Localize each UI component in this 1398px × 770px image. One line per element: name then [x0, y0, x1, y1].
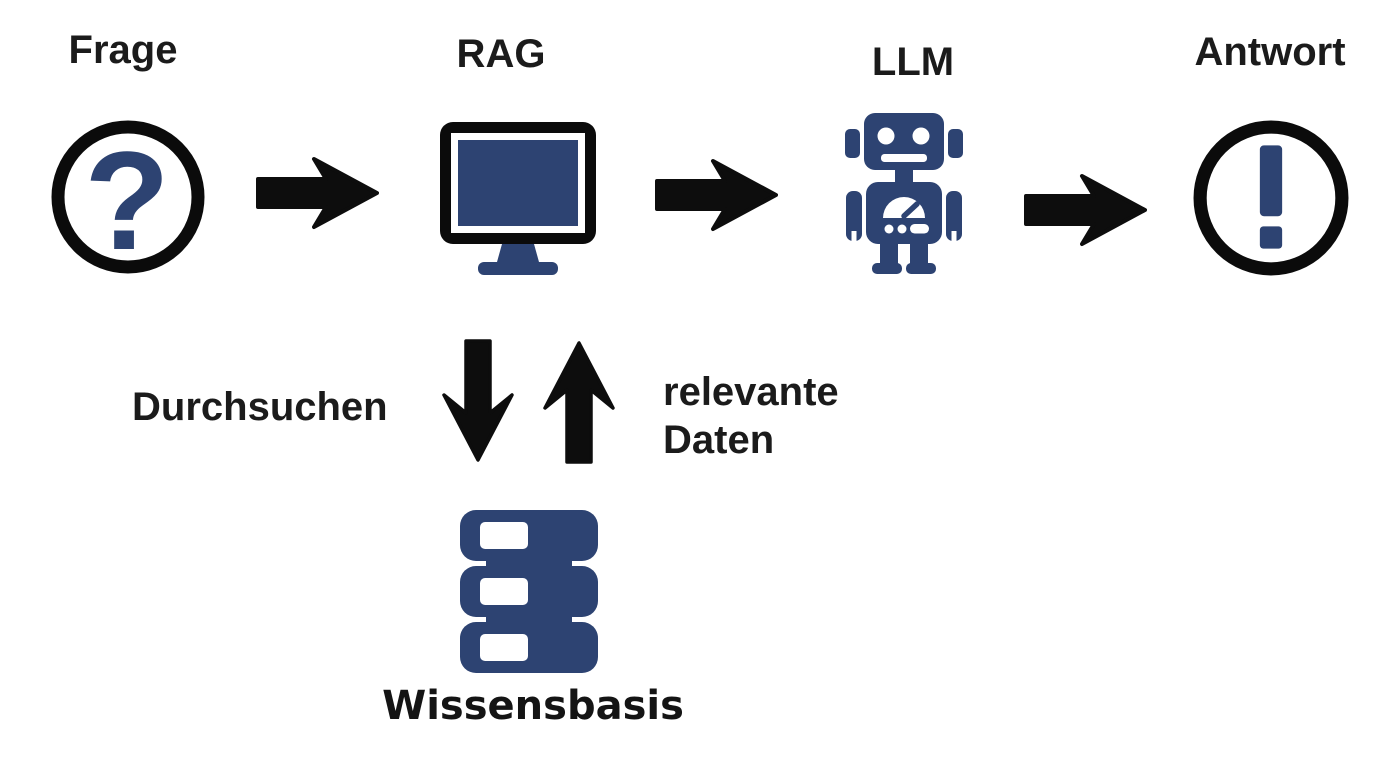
arrow-down-icon [442, 339, 514, 463]
arrow-right-icon [655, 157, 778, 233]
arrow-up-icon [543, 340, 615, 464]
rag-label: RAG [456, 32, 546, 76]
database-icon [460, 510, 598, 673]
wissensbasis-label: Wissensbasis [382, 683, 684, 729]
monitor-icon [438, 120, 598, 276]
durchsuchen-label: Durchsuchen [132, 385, 388, 429]
arrow-right-icon [256, 155, 379, 231]
llm-label: LLM [871, 40, 955, 84]
antwort-label: Antwort [1194, 30, 1346, 74]
question-circle-icon: ? [50, 119, 206, 275]
arrow-right-icon [1024, 172, 1147, 248]
robot-icon [845, 112, 963, 275]
relevante-daten-label: relevante Daten [663, 368, 839, 464]
frage-label: Frage [68, 28, 178, 72]
relevante-daten-line2: Daten [663, 418, 775, 462]
question-mark-glyph: ? [84, 122, 170, 275]
relevante-daten-line1: relevante [663, 370, 839, 414]
exclamation-circle-icon [1192, 119, 1350, 277]
